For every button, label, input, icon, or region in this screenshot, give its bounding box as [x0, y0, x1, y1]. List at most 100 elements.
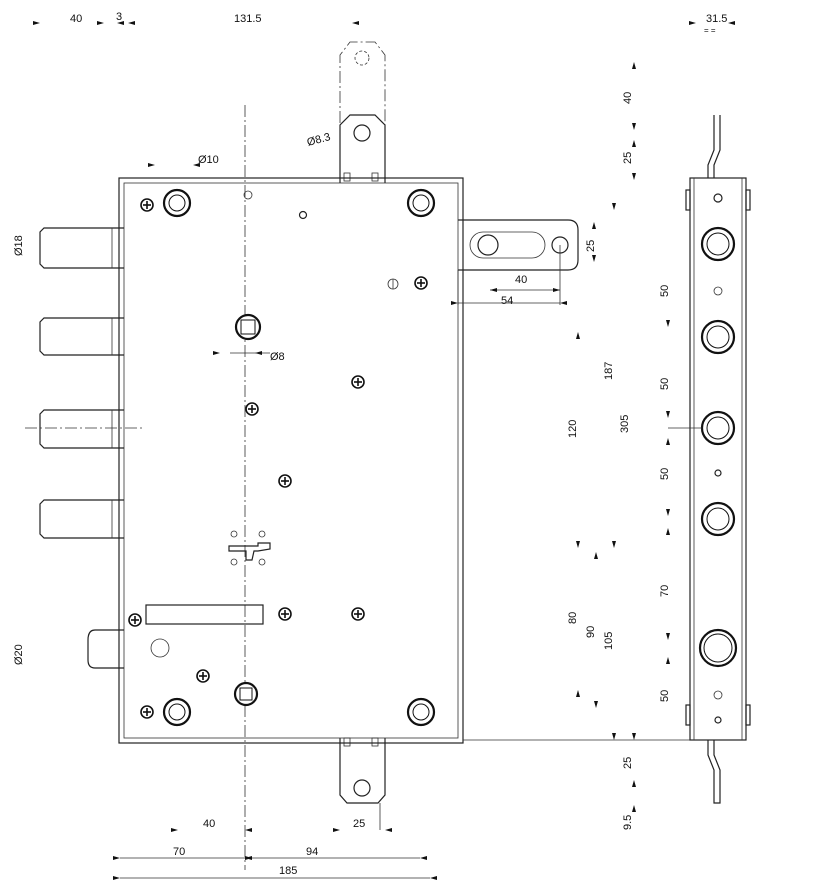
- arrow-icon: [632, 123, 636, 130]
- arrow-icon: [632, 733, 636, 740]
- arrow-icon: [171, 828, 178, 832]
- arrow-icon: [666, 320, 670, 327]
- screw-icon: [140, 198, 154, 212]
- arrow-icon: [576, 690, 580, 697]
- lock-case-inner: [123, 182, 459, 739]
- hole-icon: [353, 124, 371, 142]
- screw-icon: [128, 613, 142, 627]
- dim-305: 305: [619, 415, 631, 433]
- arrow-icon: [193, 163, 200, 167]
- latch: [87, 629, 124, 669]
- dim-equal-marks: = =: [704, 26, 716, 35]
- dim-dia-20: Ø20: [13, 644, 25, 665]
- hole-icon: [354, 50, 370, 66]
- arrow-icon: [632, 780, 636, 787]
- dim-105: 105: [603, 632, 615, 650]
- handle-spindle: [234, 313, 262, 341]
- arrow-icon: [213, 351, 220, 355]
- arrow-icon: [728, 21, 735, 25]
- arrow-icon: [632, 62, 636, 69]
- arrow-icon: [255, 351, 262, 355]
- dim-side-50: 50: [659, 378, 671, 390]
- arrow-icon: [576, 541, 580, 548]
- dim-side-50: 50: [659, 690, 671, 702]
- arrow-icon: [612, 203, 616, 210]
- arrow-icon: [420, 856, 427, 860]
- arrow-icon: [594, 701, 598, 708]
- arrow-icon: [128, 21, 135, 25]
- keyhole: [228, 530, 271, 566]
- arrow-icon: [451, 301, 458, 305]
- arrow-icon: [245, 856, 252, 860]
- arrow-icon: [592, 222, 596, 229]
- dim-187: 187: [603, 362, 615, 380]
- arrow-icon: [560, 301, 567, 305]
- dim-top-31-5: 31.5: [706, 13, 727, 25]
- arrow-icon: [592, 255, 596, 262]
- dim-top-40: 40: [70, 13, 82, 25]
- dim-side-25: 25: [622, 152, 634, 164]
- screw-icon: [196, 669, 210, 683]
- arrow-icon: [113, 876, 120, 880]
- hole-icon: [243, 190, 253, 200]
- dim-side-9-5: 9.5: [622, 815, 634, 830]
- slot: [145, 604, 264, 625]
- arrow-icon: [117, 21, 124, 25]
- dim-80: 80: [567, 612, 579, 624]
- dim-bottom-40: 40: [203, 818, 215, 830]
- screw-icon: [278, 474, 292, 488]
- dimension-labels: 40 3 131.5 31.5 = = Ø10 Ø8.3 Ø18 Ø8 Ø20 …: [13, 11, 727, 877]
- arrow-icon: [666, 633, 670, 640]
- arrow-icon: [245, 828, 252, 832]
- arrow-icon: [148, 163, 155, 167]
- dim-bottom-25: 25: [353, 818, 365, 830]
- dim-bottom-185: 185: [279, 865, 297, 877]
- top-bolt-plate: [339, 41, 386, 183]
- cylinder-spindle: [233, 681, 259, 707]
- arrow-icon: [553, 288, 560, 292]
- arrow-icon: [666, 438, 670, 445]
- dim-side-70: 70: [659, 585, 671, 597]
- dim-bolt-54: 54: [501, 295, 513, 307]
- screw-icon: [140, 705, 154, 719]
- arrow-icon: [113, 856, 120, 860]
- dim-side-40: 40: [622, 92, 634, 104]
- arrow-icon: [632, 805, 636, 812]
- side-view: [668, 115, 751, 804]
- dim-side-50: 50: [659, 468, 671, 480]
- screw-icon: [351, 607, 365, 621]
- arrow-icon: [666, 657, 670, 664]
- dim-bolt-40: 40: [515, 274, 527, 286]
- dim-side-50: 50: [659, 285, 671, 297]
- arrow-icon: [385, 828, 392, 832]
- bottom-bolt-plate: [339, 737, 386, 804]
- deadbolts: [39, 227, 124, 539]
- arrow-icon: [612, 733, 616, 740]
- dim-top-3: 3: [116, 11, 122, 23]
- arrow-icon: [333, 828, 340, 832]
- screw-icon: [278, 607, 292, 621]
- arrow-icon: [576, 332, 580, 339]
- dim-bottom-94: 94: [306, 846, 318, 858]
- mounting-rings: [162, 188, 436, 727]
- dim-dia-18: Ø18: [13, 235, 25, 256]
- arrow-icon: [666, 411, 670, 418]
- arrow-icon: [430, 876, 437, 880]
- arrow-icon: [666, 528, 670, 535]
- arrow-icon: [490, 288, 497, 292]
- dim-top-131-5: 131.5: [234, 13, 262, 25]
- arrow-icon: [97, 21, 104, 25]
- dim-bottom-70: 70: [173, 846, 185, 858]
- arrow-icon: [632, 140, 636, 147]
- dim-dia-8: Ø8: [270, 351, 285, 363]
- dim-90: 90: [585, 626, 597, 638]
- arrow-icon: [594, 552, 598, 559]
- arrow-icon: [33, 21, 40, 25]
- dim-120: 120: [567, 420, 579, 438]
- screw-icon: [414, 276, 428, 290]
- arrow-icon: [689, 21, 696, 25]
- dim-dia-8-3: Ø8.3: [306, 131, 332, 149]
- dimension-lines: [120, 289, 560, 879]
- dim-dia-10: Ø10: [198, 154, 219, 166]
